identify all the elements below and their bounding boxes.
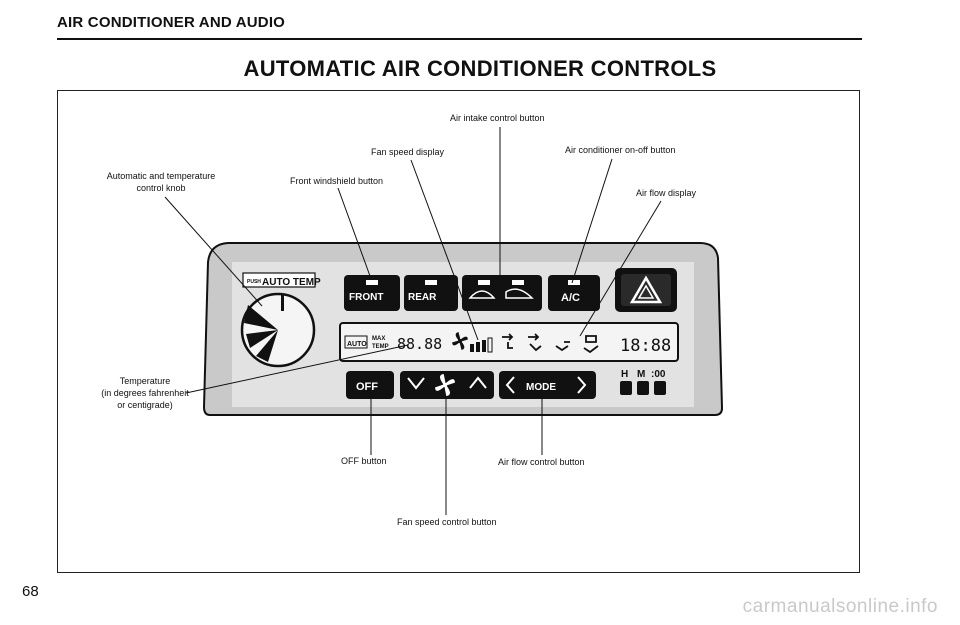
clock-00-label: :00 [651, 369, 666, 380]
hazard-button-shape [615, 268, 677, 312]
front-button-label: FRONT [349, 292, 383, 303]
lcd-clock: 18:88 [620, 336, 671, 356]
clock-h-label: H [621, 369, 628, 380]
page-number: 68 [22, 583, 39, 600]
ac-button-label: A/C [561, 292, 580, 304]
callout-front-windshield: Front windshield button [290, 176, 384, 186]
callout-auto-temp-knob-line2: control knob [136, 183, 186, 193]
mode-button-shape [499, 371, 596, 399]
callout-off-button: OFF button [341, 456, 387, 466]
callout-temperature: Temperature (in degrees fahrenheit or ce… [80, 375, 210, 411]
off-button-shape [346, 371, 394, 399]
push-label: PUSH [247, 279, 261, 285]
lcd-fan-icon [452, 332, 468, 350]
clock-set-buttons [620, 381, 666, 395]
lcd-fan-speed-bars [470, 337, 493, 353]
lcd-display [339, 322, 679, 362]
page-title: AUTOMATIC AIR CONDITIONER CONTROLS [243, 56, 717, 81]
callout-ac-onoff: Air conditioner on-off button [565, 145, 676, 155]
lcd-auto-box [344, 335, 368, 349]
callout-temperature-line1: Temperature [119, 376, 171, 386]
lcd-temp-label: TEMP [372, 344, 389, 350]
knob-pointer-wedge [244, 305, 278, 362]
lcd-max-label: MAX [372, 336, 385, 342]
ac-button-shape [548, 275, 600, 311]
rear-button-shape [404, 275, 458, 311]
leader-lines [164, 127, 662, 515]
auto-temp-label-box [242, 272, 316, 288]
auto-temp-label: AUTO TEMP [262, 277, 321, 288]
lcd-temp-value: 88.88 [397, 335, 442, 353]
front-button-shape [344, 275, 400, 311]
rear-button-label: REAR [408, 292, 437, 303]
callout-temperature-line3: or centigrade) [117, 400, 173, 410]
header-rule [57, 38, 862, 40]
air-intake-button-shape [462, 275, 542, 311]
callout-temperature-line2: (in degrees fahrenheit [101, 388, 189, 398]
callout-air-flow-display: Air flow display [636, 188, 697, 198]
clock-m-label: M [637, 369, 645, 380]
callout-air-flow-control: Air flow control button [498, 457, 585, 467]
fan-speed-button-shape [400, 371, 494, 399]
callout-auto-temp-knob-line1: Automatic and temperature [106, 171, 216, 181]
off-button-label: OFF [356, 381, 378, 393]
knob-indicator [281, 295, 284, 311]
lcd-airflow-icons [502, 333, 599, 354]
section-header: AIR CONDITIONER AND AUDIO [57, 14, 286, 31]
mode-button-label: MODE [526, 382, 556, 393]
figure-frame [57, 90, 860, 573]
lcd-auto-label: AUTO [347, 341, 367, 348]
callout-fan-speed-display: Fan speed display [371, 147, 445, 157]
callout-air-intake: Air intake control button [450, 113, 545, 123]
callout-fan-speed-control: Fan speed control button [397, 517, 497, 527]
callout-auto-temp-knob: Automatic and temperature control knob [96, 170, 226, 194]
watermark: carmanualsonline.info [742, 596, 938, 617]
